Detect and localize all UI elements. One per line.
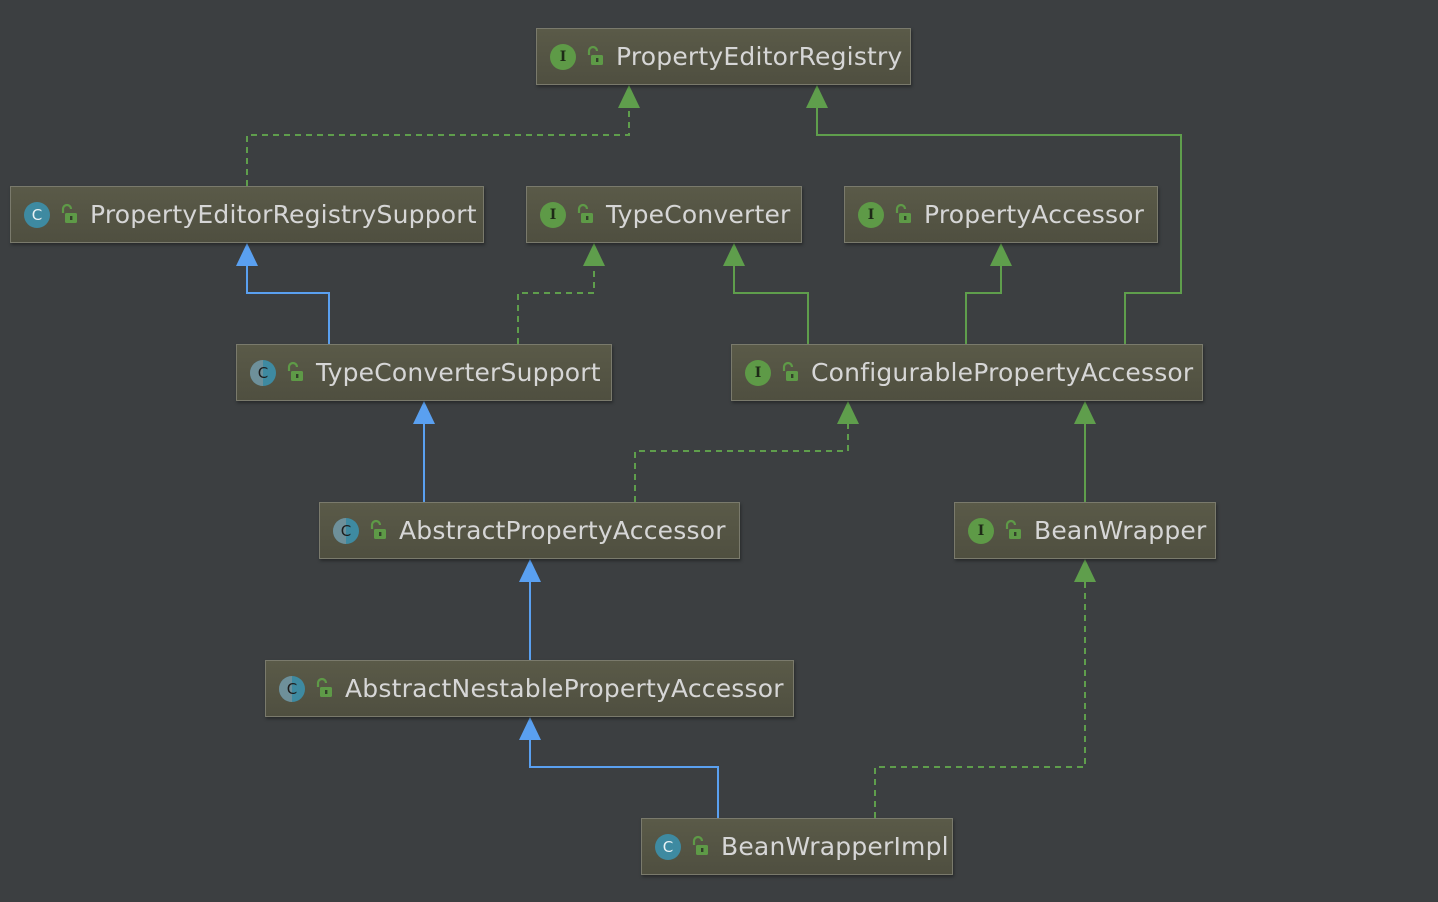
edge-configurable-property-accessor-to-property-accessor <box>965 243 1012 344</box>
public-access-icon <box>287 361 303 381</box>
node-configurable-property-accessor[interactable]: I ConfigurablePropertyAccessor <box>731 344 1203 401</box>
abstract-class-icon: C <box>250 359 276 386</box>
abstract-class-icon: C <box>333 517 359 544</box>
node-label: ConfigurablePropertyAccessor <box>811 358 1194 387</box>
edge-bean-wrapper-impl-to-abstract-nestable-property-accessor <box>519 717 719 818</box>
badge-letter: C <box>257 363 269 382</box>
edge-type-converter-support-to-type-converter <box>517 243 605 344</box>
public-access-icon <box>370 519 386 539</box>
node-label: AbstractPropertyAccessor <box>399 516 726 545</box>
node-label: TypeConverter <box>606 200 791 229</box>
node-label: PropertyAccessor <box>924 200 1145 229</box>
arrowhead <box>1074 559 1096 582</box>
arrowhead <box>583 243 605 266</box>
public-access-icon <box>895 203 911 223</box>
interface-icon: I <box>968 517 994 544</box>
arrowhead <box>837 401 859 424</box>
edge-configurable-property-accessor-to-type-converter <box>723 243 809 344</box>
node-type-converter[interactable]: I TypeConverter <box>526 186 802 243</box>
interface-icon: I <box>540 201 566 228</box>
edge-bean-wrapper-impl-to-bean-wrapper <box>874 559 1096 818</box>
interface-icon: I <box>858 201 884 228</box>
node-property-editor-registry[interactable]: I PropertyEditorRegistry <box>536 28 911 85</box>
badge-letter: I <box>867 206 875 223</box>
edge-abstract-property-accessor-to-configurable-property-accessor <box>634 401 859 502</box>
badge-letter: I <box>549 206 557 223</box>
node-property-accessor[interactable]: I PropertyAccessor <box>844 186 1158 243</box>
node-property-editor-registry-support[interactable]: C PropertyEditorRegistrySupport <box>10 186 484 243</box>
arrowhead <box>723 243 745 266</box>
edge-type-converter-support-to-property-editor-registry-support <box>236 243 330 344</box>
public-access-icon <box>316 677 332 697</box>
public-access-icon <box>61 203 77 223</box>
node-label: BeanWrapper <box>1034 516 1207 545</box>
public-access-icon <box>692 835 708 855</box>
arrowhead <box>519 559 541 582</box>
node-label: AbstractNestablePropertyAccessor <box>345 674 784 703</box>
node-label: TypeConverterSupport <box>316 358 601 387</box>
edge-bean-wrapper-to-configurable-property-accessor <box>1074 401 1096 502</box>
node-label: BeanWrapperImpl <box>721 832 949 861</box>
node-bean-wrapper-impl[interactable]: C BeanWrapperImpl <box>641 818 953 875</box>
node-bean-wrapper[interactable]: I BeanWrapper <box>954 502 1216 559</box>
arrowhead <box>236 243 258 266</box>
abstract-class-icon: C <box>279 675 305 702</box>
badge-letter: C <box>340 521 352 540</box>
arrowhead <box>1074 401 1096 424</box>
arrowhead <box>519 717 541 740</box>
class-icon: C <box>655 833 681 860</box>
arrowhead <box>806 85 828 108</box>
public-access-icon <box>587 45 603 65</box>
interface-icon: I <box>550 43 576 70</box>
edge-abstract-nestable-property-accessor-to-abstract-property-accessor <box>519 559 541 660</box>
class-icon: C <box>24 201 50 228</box>
interface-icon: I <box>745 359 771 386</box>
node-abstract-property-accessor[interactable]: C AbstractPropertyAccessor <box>319 502 740 559</box>
edge-property-editor-registry-support-to-property-editor-registry <box>246 85 640 186</box>
badge-letter: I <box>754 364 762 381</box>
public-access-icon <box>782 361 798 381</box>
node-abstract-nestable-property-accessor[interactable]: C AbstractNestablePropertyAccessor <box>265 660 794 717</box>
arrowhead <box>990 243 1012 266</box>
node-label: PropertyEditorRegistry <box>616 42 903 71</box>
edge-abstract-property-accessor-to-type-converter-support <box>413 401 435 502</box>
edge-configurable-property-accessor-to-property-editor-registry <box>806 85 1182 344</box>
badge-letter: C <box>662 837 674 856</box>
node-label: PropertyEditorRegistrySupport <box>90 200 477 229</box>
arrowhead <box>413 401 435 424</box>
public-access-icon <box>577 203 593 223</box>
public-access-icon <box>1005 519 1021 539</box>
badge-letter: C <box>31 205 43 224</box>
badge-letter: I <box>977 522 985 539</box>
arrowhead <box>618 85 640 108</box>
node-type-converter-support[interactable]: C TypeConverterSupport <box>236 344 612 401</box>
badge-letter: C <box>286 679 298 698</box>
badge-letter: I <box>559 48 567 65</box>
